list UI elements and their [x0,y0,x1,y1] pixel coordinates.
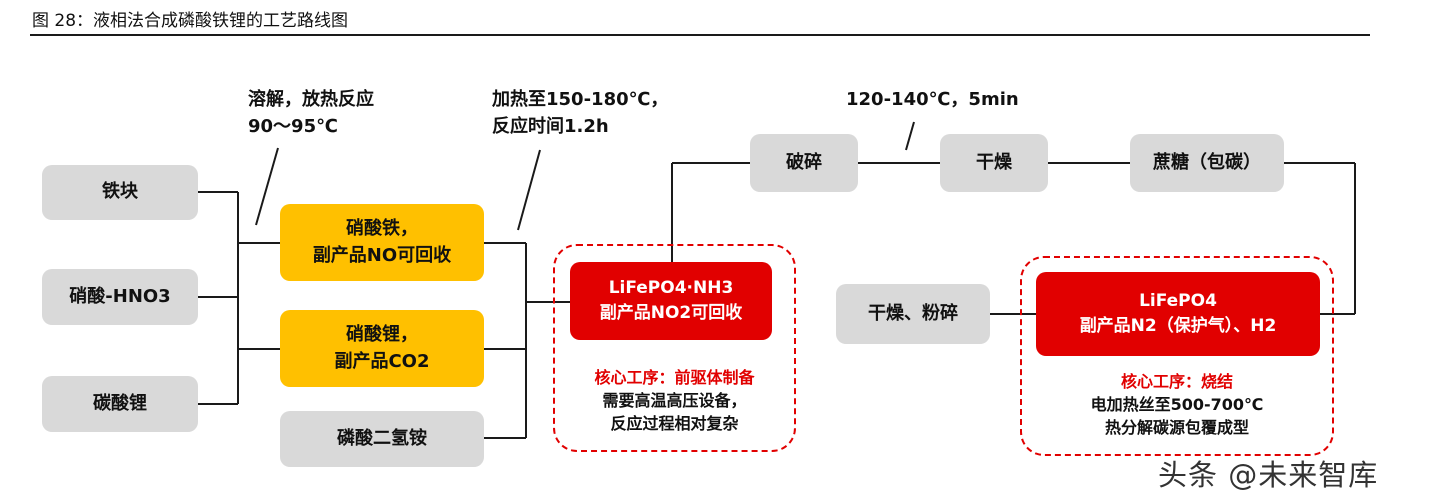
step-sucrose-label: 蔗糖（包碳） [1153,151,1261,173]
ammonium-phosphate-label: 磷酸二氢铵 [337,427,427,449]
sintering-core-desc2: 热分解碳源包覆成型 [1104,418,1249,438]
step-dry-grind: 干燥、粉碎 [836,284,990,344]
precursor-core-desc2: 反应过程相对复杂 [610,414,739,434]
dissolve-pointer [255,147,279,226]
lithium-nitrate-line2: 副产品CO2 [334,350,430,372]
intermediate-iron-nitrate: 硝酸铁， 副产品NO可回收 [280,204,484,281]
input-lithium-carbonate-label: 碳酸锂 [93,392,147,414]
figure-caption: 图 28：液相法合成磷酸铁锂的工艺路线图 [32,11,349,31]
note-heating-line1: 加热至150-180℃， [492,89,669,110]
input-nitric-acid: 硝酸-HNO3 [42,269,198,325]
sintering-line1: LiFePO4 [1139,291,1217,312]
precursor-box: LiFePO4·NH3 副产品NO2可回收 [570,262,772,340]
step-sucrose: 蔗糖（包碳） [1130,134,1284,192]
heating-pointer [517,149,541,231]
iron-nitrate-line2: 副产品NO可回收 [312,244,452,266]
iron-nitrate-line1: 硝酸铁， [346,218,418,240]
caption-rule [30,34,1370,36]
note-heating-line2: 反应时间1.2h [492,116,609,137]
watermark: 头条 @未来智库 [1158,458,1379,492]
intermediate-ammonium-phosphate: 磷酸二氢铵 [280,411,484,467]
note-dissolve: 溶解，放热反应 90～95℃ [248,86,374,140]
precursor-line2: 副产品NO2可回收 [599,303,743,323]
precursor-core-group [553,244,796,452]
precursor-core-note: 核心工序：前驱体制备 需要高温高压设备， 反应过程相对复杂 [553,366,796,436]
precursor-core-desc1: 需要高温高压设备， [602,391,747,411]
sintering-core-group [1020,256,1334,456]
step-dry-grind-label: 干燥、粉碎 [868,302,958,324]
input-iron-block: 铁块 [42,165,198,220]
note-drying-temp-line: 120-140℃，5min [846,89,1019,110]
input-nitric-acid-label: 硝酸-HNO3 [69,285,171,307]
sintering-line2: 副产品N2（保护气）、H2 [1079,316,1277,336]
step-drying: 干燥 [940,134,1048,192]
step-drying-label: 干燥 [976,151,1012,173]
note-drying-temp: 120-140℃，5min [846,86,1019,113]
note-dissolve-line2: 90～95℃ [248,116,338,137]
intermediate-lithium-nitrate: 硝酸锂， 副产品CO2 [280,310,484,387]
precursor-core-label: 核心工序：前驱体制备 [594,368,755,387]
sintering-core-note: 核心工序：烧结 电加热丝至500-700℃ 热分解碳源包覆成型 [1020,370,1334,440]
note-heating: 加热至150-180℃， 反应时间1.2h [492,86,668,140]
drying-temp-pointer [905,121,915,151]
input-iron-block-label: 铁块 [102,181,138,203]
precursor-line1: LiFePO4·NH3 [608,278,734,299]
note-dissolve-line1: 溶解，放热反应 [248,89,374,110]
step-crushing: 破碎 [750,134,858,192]
sintering-core-label: 核心工序：烧结 [1120,372,1233,391]
step-crushing-label: 破碎 [786,151,822,173]
sintering-core-desc1: 电加热丝至500-700℃ [1090,395,1264,415]
sintering-box: LiFePO4 副产品N2（保护气）、H2 [1036,272,1320,356]
input-lithium-carbonate: 碳酸锂 [42,376,198,432]
lithium-nitrate-line1: 硝酸锂， [346,324,418,346]
